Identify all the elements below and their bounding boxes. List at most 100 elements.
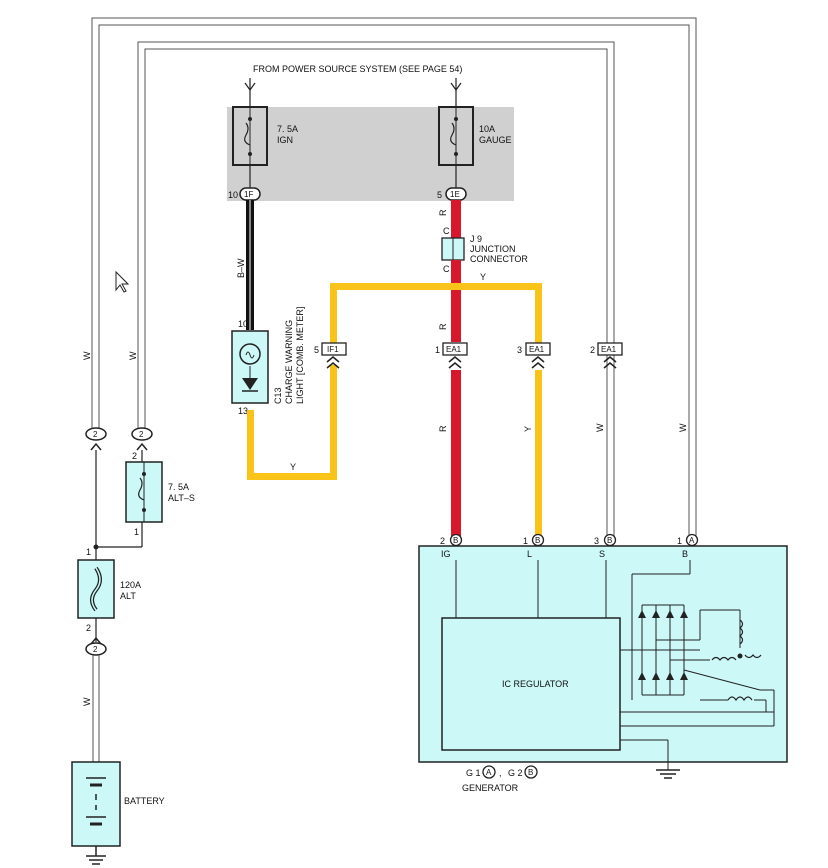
ea1-w-pin-2: 2 — [590, 345, 595, 355]
gauge-fuse-rating: 10A — [479, 124, 495, 134]
battery-label: BATTERY — [124, 796, 165, 806]
connector-2-right-top: 2 — [131, 427, 153, 451]
w-wire-label-left2: W — [128, 351, 138, 360]
w-wire-inner — [137, 41, 615, 538]
gen-terminal-s: 3 B S — [594, 533, 617, 559]
alt-s-pin-2: 2 — [132, 451, 137, 461]
alt-s-fuse-rating: 7. 5A — [168, 482, 189, 492]
connector-2-bottom: 2 — [85, 636, 107, 656]
if1-pin-5: 5 — [314, 345, 319, 355]
connector-if1: IF1 — [321, 342, 347, 369]
mouse-cursor-icon — [115, 270, 130, 293]
connector-ea1-red: EA1 — [442, 342, 468, 369]
w-wire-label-b: W — [678, 423, 688, 432]
connector-1e-label: 1E — [450, 190, 460, 199]
alt-fuse-name: ALT — [120, 591, 136, 601]
gen-terminal-ig: 2 B IG — [440, 533, 463, 559]
gen-ref-a: A — [486, 768, 492, 777]
alt-s-pin-1: 1 — [134, 527, 139, 537]
gen-ref-g2: G 2 — [508, 768, 523, 778]
battery-ground-icon — [86, 846, 106, 865]
alt-s-fuse — [125, 461, 163, 523]
alt-pin-1: 1 — [86, 547, 91, 557]
connector-ea1-yellow-label: EA1 — [529, 345, 545, 354]
yellow-wire-c13 — [247, 365, 337, 480]
w-wire-outer — [91, 17, 697, 538]
w-wire-label-s: W — [595, 423, 605, 432]
j9-pin-c-top: C — [443, 226, 450, 236]
alt-fuse-rating: 120A — [120, 580, 141, 590]
ea1-red-pin-1: 1 — [435, 345, 440, 355]
gen-terminal-b-label: B — [682, 549, 688, 559]
c13-id: C13 — [273, 387, 283, 404]
splice-point — [93, 544, 99, 550]
connector-ea1-w-label: EA1 — [601, 345, 617, 354]
c13-pin-10: 10 — [238, 319, 248, 329]
stator-coils — [711, 619, 762, 702]
ic-regulator-box — [441, 617, 621, 751]
gen-terminal-b: 1 A B — [677, 533, 699, 559]
connector-1e: 1E — [445, 187, 467, 201]
gen-ref-sep: , — [499, 768, 502, 778]
connector-ea1-w: EA1 — [597, 342, 623, 369]
left-wiring — [95, 450, 143, 642]
rectifier-diodes — [638, 610, 688, 680]
bw-wire — [246, 200, 254, 330]
gen-ref-b: B — [528, 768, 533, 777]
connector-2-left-top: 2 — [85, 427, 107, 451]
gen-terminal-b-letter: A — [689, 536, 695, 545]
connector-2-bottom-label: 2 — [93, 645, 98, 654]
connector-2-right-top-label: 2 — [139, 430, 144, 439]
gen-terminal-l-letter: B — [535, 536, 540, 545]
ign-fuse-rating: 7. 5A — [277, 124, 298, 134]
pin-1f-10: 10 — [228, 190, 238, 200]
j9-line2: CONNECTOR — [470, 254, 528, 264]
connector-ea1-yellow: EA1 — [525, 342, 551, 369]
gen-terminal-l-label: L — [527, 549, 532, 559]
red-wire-lower — [451, 370, 461, 538]
red-wire-top — [451, 200, 461, 238]
gen-ref-g1: G 1 — [466, 768, 481, 778]
ic-regulator-label: IC REGULATOR — [502, 679, 569, 689]
j9-id: J 9 — [470, 234, 482, 244]
gen-ground-icon — [656, 769, 680, 779]
gauge-fuse-name: GAUGE — [479, 135, 512, 145]
bw-wire-label: B–W — [236, 258, 246, 278]
connector-1f-label: 1F — [244, 190, 253, 199]
yellow-wire-bus — [330, 283, 542, 343]
gen-terminal-l: 1 B L — [523, 533, 545, 559]
yellow-wire-label-bus: Y — [480, 272, 486, 282]
c13-line2: LIGHT [COMB. METER] — [295, 307, 305, 404]
connector-ea1-red-label: EA1 — [446, 345, 462, 354]
battery — [71, 761, 121, 847]
red-wire-mid — [451, 260, 461, 342]
ign-fuse-name: IGN — [277, 135, 293, 145]
red-wire-label-top: R — [438, 209, 448, 216]
ea1-yellow-pin-3: 3 — [517, 345, 522, 355]
battery-w-wire — [92, 655, 100, 762]
connector-2-left-top-label: 2 — [93, 430, 98, 439]
connector-1f: 1F — [239, 187, 261, 201]
c13-pin-13: 13 — [238, 406, 248, 416]
power-source-arrows — [244, 78, 462, 108]
generator-label: GENERATOR — [462, 783, 519, 793]
yellow-wire-lower — [535, 370, 542, 538]
gen-terminal-ig-pin: 2 — [440, 536, 445, 546]
gen-terminal-ig-letter: B — [453, 536, 458, 545]
gen-terminal-s-pin: 3 — [594, 536, 599, 546]
red-wire-label-mid: R — [438, 323, 448, 330]
pin-1e-5: 5 — [437, 190, 442, 200]
w-wire-label-left1: W — [82, 351, 92, 360]
power-source-text: FROM POWER SOURCE SYSTEM (SEE PAGE 54) — [253, 64, 462, 74]
alt-s-fuse-name: ALT–S — [168, 493, 195, 503]
gen-terminal-b-pin: 1 — [677, 536, 682, 546]
j9-line1: JUNCTION — [470, 244, 516, 254]
gen-ref-b-circle — [524, 765, 538, 779]
alt-fuse — [77, 559, 115, 619]
charge-warning-light — [231, 330, 269, 404]
gen-terminal-l-pin: 1 — [523, 536, 528, 546]
gen-ref-a-circle — [482, 765, 496, 779]
gen-terminal-s-letter: B — [607, 536, 612, 545]
j9-pin-c-bottom: C — [443, 264, 450, 274]
